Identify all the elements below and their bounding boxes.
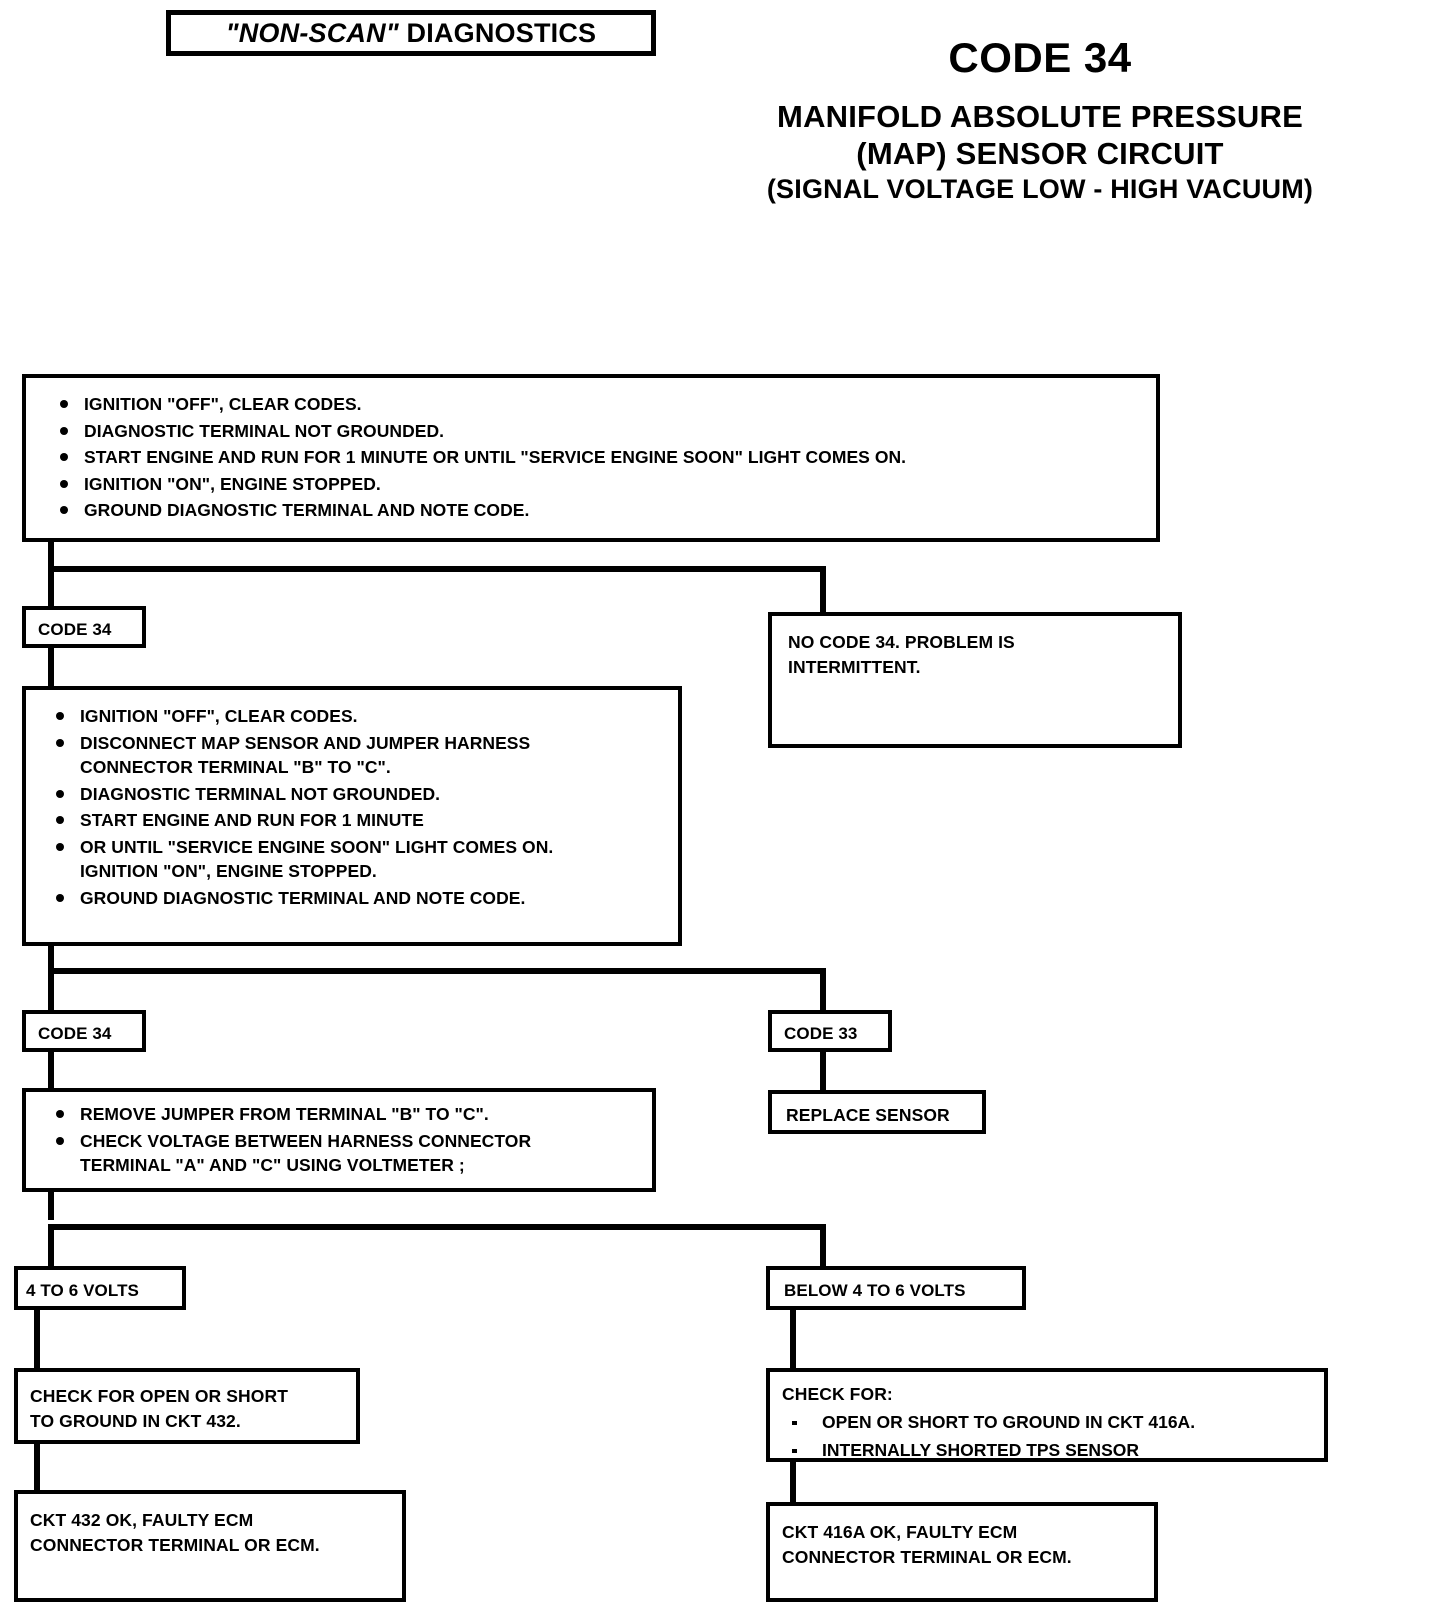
list-item: GROUND DIAGNOSTIC TERMINAL AND NOTE CODE… (48, 886, 668, 911)
replace-sensor-text: REPLACE SENSOR (786, 1105, 950, 1125)
connector-left-check-to-final (34, 1444, 40, 1492)
non-scan-diagnostics-badge: "NON-SCAN" DIAGNOSTICS (166, 10, 656, 56)
connector-step1-to-code34 (48, 566, 54, 608)
branch-1-no-code-34-text: NO CODE 34. PROBLEM IS INTERMITTENT. (788, 632, 1015, 677)
page-subtitle-line-3: (SIGNAL VOLTAGE LOW - HIGH VACUUM) (766, 174, 1314, 204)
non-scan-rest-part: DIAGNOSTICS (398, 18, 597, 48)
list-item: INTERNALLY SHORTED TPS SENSOR (770, 1439, 1324, 1462)
step-1-instructions-box: IGNITION "OFF", CLEAR CODES. DIAGNOSTIC … (22, 374, 1160, 542)
connector-step1-to-nocode34 (820, 566, 826, 616)
right-check-heading: CHECK FOR: (782, 1384, 893, 1404)
step-2-bullet-list: IGNITION "OFF", CLEAR CODES. DISCONNECT … (26, 690, 678, 910)
branch-2-code-33-label-box: CODE 33 (768, 1010, 892, 1052)
connector-step2-down (48, 942, 54, 974)
left-check-box: CHECK FOR OPEN OR SHORT TO GROUND IN CKT… (14, 1368, 360, 1444)
branch-2-code-34-label: CODE 34 (38, 1024, 112, 1043)
left-final-box: CKT 432 OK, FAULTY ECM CONNECTOR TERMINA… (14, 1490, 406, 1602)
left-final-text: CKT 432 OK, FAULTY ECM CONNECTOR TERMINA… (30, 1510, 320, 1555)
connector-step1-horizontal (48, 566, 826, 572)
page-title-code: CODE 34 (948, 34, 1132, 81)
list-item: DIAGNOSTIC TERMINAL NOT GROUNDED. (52, 419, 1146, 444)
list-item: START ENGINE AND RUN FOR 1 MINUTE OR UNT… (52, 445, 1146, 470)
branch-3-4-to-6-volts-label: 4 TO 6 VOLTS (26, 1281, 139, 1300)
branch-3-4-to-6-volts-box: 4 TO 6 VOLTS (14, 1266, 186, 1310)
connector-step3-horizontal (48, 1224, 826, 1230)
list-item: IGNITION "OFF", CLEAR CODES. (48, 704, 668, 729)
right-check-item-list: OPEN OR SHORT TO GROUND IN CKT 416A. INT… (770, 1411, 1324, 1462)
branch-1-no-code-34-box: NO CODE 34. PROBLEM IS INTERMITTENT. (768, 612, 1182, 748)
step-3-bullet-list: REMOVE JUMPER FROM TERMINAL "B" TO "C". … (26, 1092, 652, 1178)
left-check-text: CHECK FOR OPEN OR SHORT TO GROUND IN CKT… (30, 1386, 289, 1431)
page-title-block: CODE 34 MANIFOLD ABSOLUTE PRESSURE (MAP)… (660, 34, 1420, 206)
list-item: START ENGINE AND RUN FOR 1 MINUTE (48, 808, 668, 833)
branch-3-below-4-to-6-volts-label: BELOW 4 TO 6 VOLTS (784, 1281, 966, 1300)
list-item: DISCONNECT MAP SENSOR AND JUMPER HARNESS… (48, 731, 668, 780)
connector-4to6volts-to-check (34, 1310, 40, 1372)
page-subtitle-line-1: MANIFOLD ABSOLUTE PRESSURE (777, 99, 1303, 134)
list-item: IGNITION "OFF", CLEAR CODES. (52, 392, 1146, 417)
branch-2-code-33-label: CODE 33 (784, 1024, 858, 1043)
page-subtitle-line-2: (MAP) SENSOR CIRCUIT (856, 136, 1224, 171)
right-final-text: CKT 416A OK, FAULTY ECM CONNECTOR TERMIN… (782, 1522, 1072, 1567)
connector-code34-to-step2 (48, 648, 54, 688)
list-item: OR UNTIL "SERVICE ENGINE SOON" LIGHT COM… (48, 835, 668, 884)
list-item: IGNITION "ON", ENGINE STOPPED. (52, 472, 1146, 497)
connector-step2-horizontal (48, 968, 826, 974)
branch-3-below-4-to-6-volts-box: BELOW 4 TO 6 VOLTS (766, 1266, 1026, 1310)
connector-code34-to-step3 (48, 1052, 54, 1088)
branch-1-code-34-label: CODE 34 (38, 620, 112, 639)
connector-step2-to-code34 (48, 968, 54, 1012)
list-item: OPEN OR SHORT TO GROUND IN CKT 416A. (770, 1411, 1324, 1434)
list-item: GROUND DIAGNOSTIC TERMINAL AND NOTE CODE… (52, 498, 1146, 523)
branch-2-code-34-label-box: CODE 34 (22, 1010, 146, 1052)
connector-code33-to-replace-sensor (820, 1052, 826, 1090)
branch-1-code-34-label-box: CODE 34 (22, 606, 146, 648)
connector-step1-down (48, 538, 54, 572)
step-2-instructions-box: IGNITION "OFF", CLEAR CODES. DISCONNECT … (22, 686, 682, 946)
replace-sensor-box: REPLACE SENSOR (768, 1090, 986, 1134)
connector-step3-to-4to6volts (48, 1224, 54, 1268)
list-item: DIAGNOSTIC TERMINAL NOT GROUNDED. (48, 782, 668, 807)
connector-right-check-to-final (790, 1462, 796, 1512)
step-3-instructions-box: REMOVE JUMPER FROM TERMINAL "B" TO "C". … (22, 1088, 656, 1192)
right-check-box: CHECK FOR: OPEN OR SHORT TO GROUND IN CK… (766, 1368, 1328, 1462)
list-item: CHECK VOLTAGE BETWEEN HARNESS CONNECTOR … (48, 1129, 642, 1178)
right-final-box: CKT 416A OK, FAULTY ECM CONNECTOR TERMIN… (766, 1502, 1158, 1602)
connector-step2-to-code33 (820, 968, 826, 1010)
connector-step3-to-below4to6volts (820, 1224, 826, 1268)
connector-below4to6volts-to-check (790, 1310, 796, 1372)
connector-step3-down (48, 1188, 54, 1220)
step-1-bullet-list: IGNITION "OFF", CLEAR CODES. DIAGNOSTIC … (26, 378, 1156, 523)
non-scan-diagnostics-label: "NON-SCAN" DIAGNOSTICS (171, 15, 651, 51)
list-item: REMOVE JUMPER FROM TERMINAL "B" TO "C". (48, 1102, 642, 1127)
non-scan-quoted-part: "NON-SCAN" (225, 18, 399, 48)
